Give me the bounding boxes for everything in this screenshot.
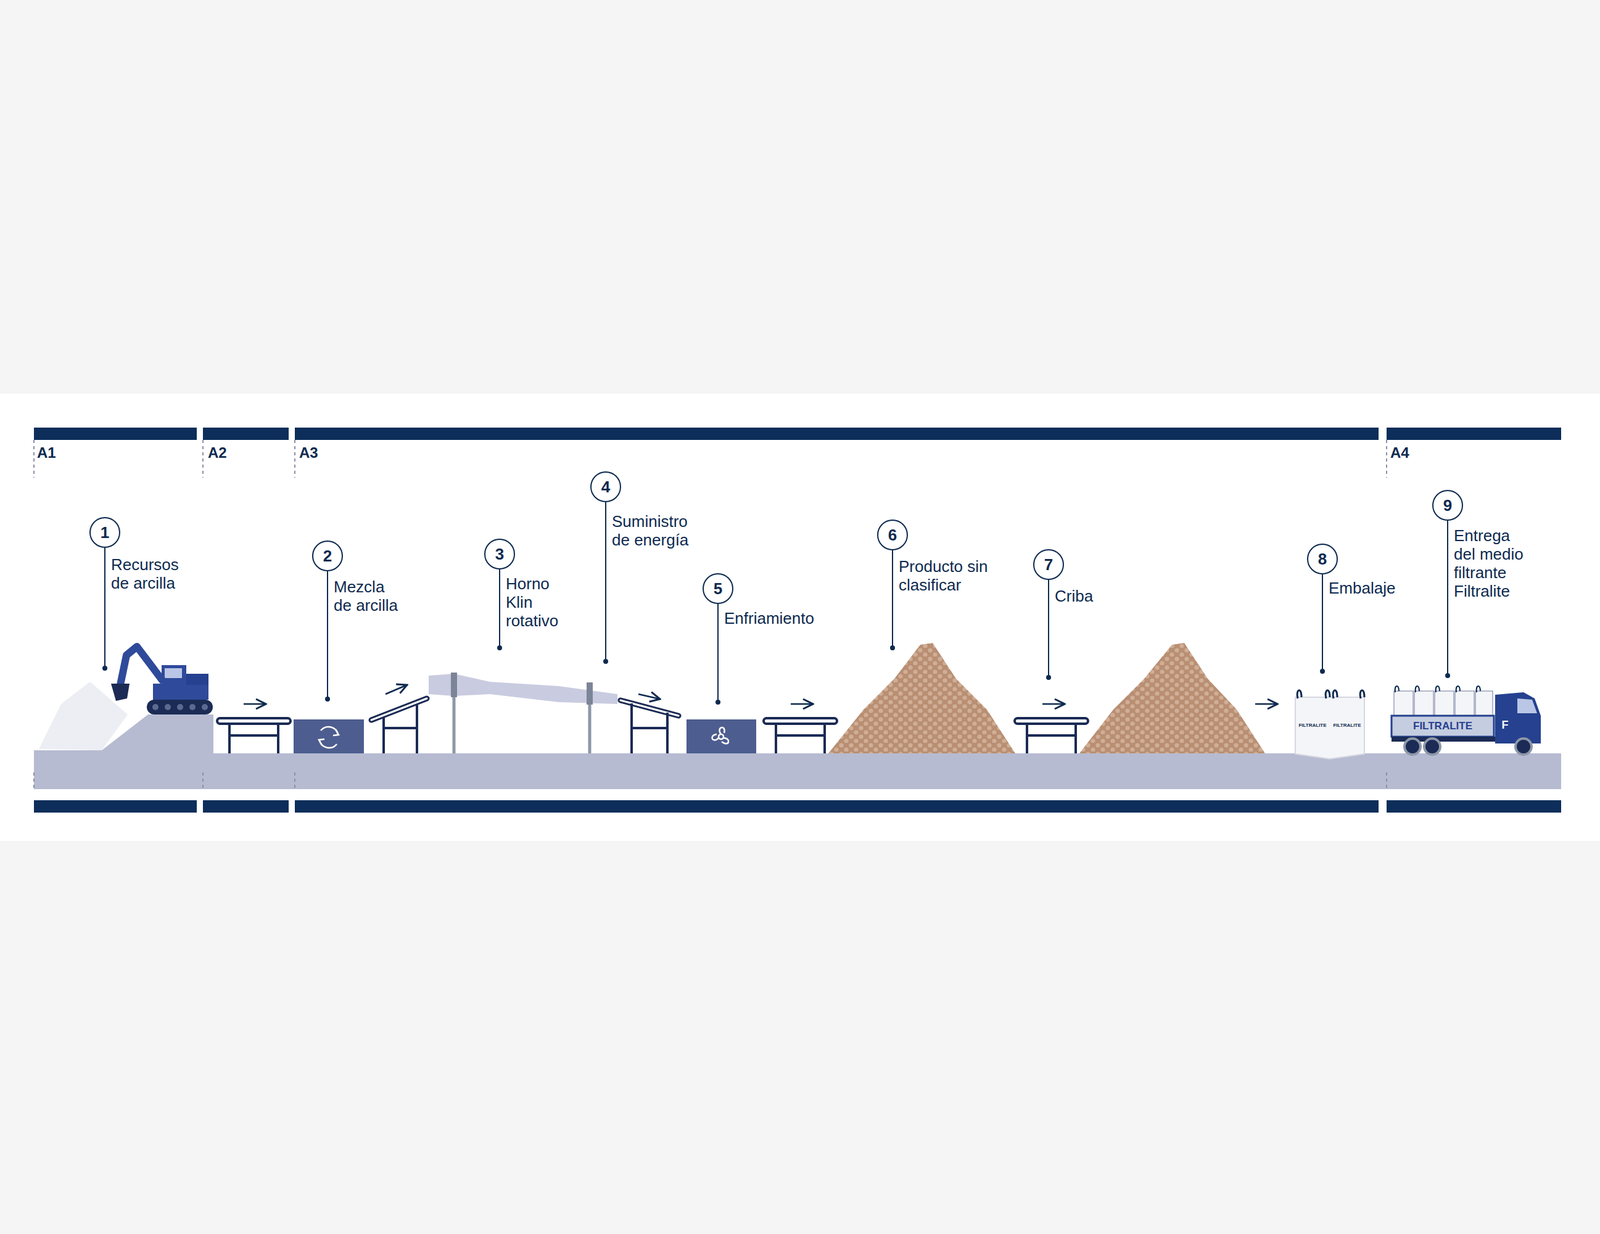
stage-label: A4 (1390, 445, 1410, 461)
stage-separators (33, 439, 1387, 789)
sorted-pile (1079, 642, 1266, 754)
step-label: Embalaje (1328, 578, 1452, 598)
leader-lines (104, 502, 1448, 702)
callout: 9Entrega del medio filtrante Filtralite (1432, 489, 1464, 521)
rotary-kiln (428, 672, 618, 754)
stage-label: A1 (37, 445, 57, 461)
callout-circle: 3 (484, 538, 516, 570)
step-label: Entrega del medio filtrante Filtralite (1453, 526, 1530, 601)
white-band (0, 393, 1600, 841)
callout-circle: 2 (312, 540, 343, 572)
step-label: Recursos de arcilla (111, 555, 189, 593)
callout-circle: 7 (1033, 548, 1064, 580)
truck (1391, 685, 1541, 755)
callout: 8Embalaje (1307, 543, 1338, 575)
stage-label: A2 (207, 445, 227, 461)
unsorted-pile (828, 642, 1016, 754)
truck-logo: F (1501, 719, 1509, 731)
callout-circle: 1 (89, 516, 121, 548)
callout-number: 1 (100, 524, 110, 541)
callout: 5Enfriamiento (702, 573, 734, 604)
callout-circle: 4 (590, 471, 622, 503)
mixer (293, 719, 364, 754)
callout-circle: 5 (702, 573, 734, 604)
callout: 2Mezcla de arcilla (312, 540, 343, 572)
callout: 3Horno Klin rotativo (484, 538, 516, 570)
big-bag (1295, 690, 1365, 759)
step-label: Criba (1054, 586, 1179, 606)
callout-number: 2 (323, 547, 332, 564)
step-label: Horno Klin rotativo (505, 574, 568, 630)
callout-circle: 6 (877, 519, 908, 551)
step-label: Mezcla de arcilla (333, 577, 403, 615)
callout-number: 5 (713, 580, 723, 597)
callout: 7Criba (1033, 548, 1064, 580)
step-label: Producto sin clasificar (898, 556, 1004, 594)
callout-number: 3 (495, 545, 504, 562)
stage-label: A3 (299, 445, 319, 461)
callout-number: 9 (1443, 497, 1452, 514)
cooler (686, 719, 757, 754)
leader-dots (102, 645, 1451, 705)
callout-number: 6 (888, 526, 897, 543)
step-label: Enfriamiento (724, 608, 885, 628)
bag-brand: FILTRALITE (1298, 722, 1327, 728)
callout-number: 4 (601, 478, 611, 495)
callout-number: 7 (1044, 556, 1053, 573)
callout-circle: 9 (1432, 489, 1464, 521)
callout-number: 8 (1318, 550, 1327, 567)
callout: 6Producto sin clasificar (877, 519, 908, 551)
flow-arrows (243, 684, 1278, 704)
stage-bars (33, 427, 1562, 813)
callout-circle: 8 (1307, 543, 1338, 575)
excavator (111, 646, 213, 715)
callout: 4Suministro de energía (590, 471, 622, 503)
step-label: Suministro de energía (611, 511, 699, 549)
callout: 1Recursos de arcilla (89, 516, 121, 548)
truck-brand: FILTRALITE (1413, 720, 1473, 731)
bag-brand: FILTRALITE (1332, 722, 1361, 728)
